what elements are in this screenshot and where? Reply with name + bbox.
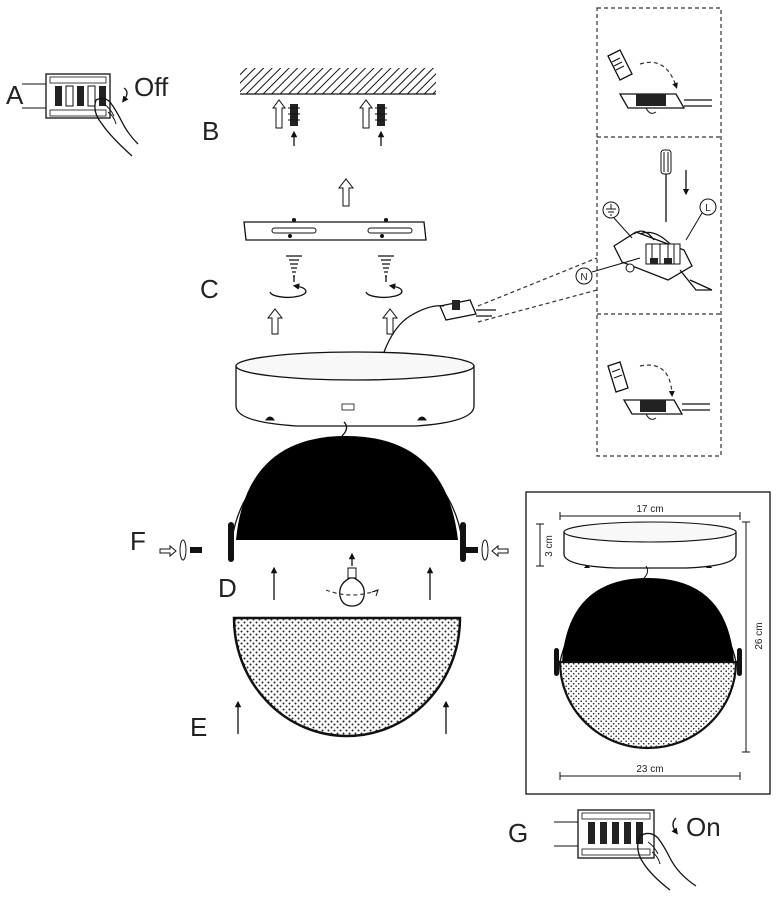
globe-diameter-dimension: 23 cm bbox=[559, 764, 741, 780]
wiring-connection-panel: L N bbox=[575, 149, 717, 291]
screw-icon-left bbox=[266, 255, 307, 335]
breaker-panel-icon bbox=[554, 809, 655, 859]
step-f-label: F bbox=[130, 526, 146, 556]
hand-icon bbox=[94, 97, 139, 157]
connector-plug-icon bbox=[439, 299, 496, 321]
mini-lamp-illustration bbox=[554, 521, 742, 750]
step-a-breaker-off: A Off bbox=[6, 72, 169, 157]
terminal-closed-panel bbox=[607, 361, 710, 420]
step-b-ceiling-anchors: B bbox=[202, 68, 436, 146]
step-f-side-screws: F bbox=[130, 526, 509, 561]
screw-icon-right bbox=[365, 255, 403, 335]
on-label: On bbox=[686, 812, 721, 842]
step-g-label: G bbox=[508, 818, 528, 848]
step-b-label: B bbox=[202, 116, 219, 146]
live-symbol-icon: L bbox=[685, 198, 717, 241]
step-d-bulb: D bbox=[218, 552, 434, 607]
mounting-bracket bbox=[243, 221, 427, 241]
canopy-width-label: 17 cm bbox=[636, 504, 663, 515]
neutral-symbol-label: N bbox=[580, 272, 587, 283]
canopy-height-dimension: 3 cm bbox=[536, 523, 555, 567]
lamp-upper-shade bbox=[228, 421, 466, 562]
side-screw-left-icon bbox=[159, 539, 202, 561]
canopy-width-dimension: 17 cm bbox=[559, 504, 741, 520]
step-a-label: A bbox=[6, 80, 24, 110]
total-height-label: 26 cm bbox=[754, 622, 765, 649]
step-d-label: D bbox=[218, 573, 237, 603]
dotted-glass-shade bbox=[232, 616, 462, 738]
total-height-dimension: 26 cm bbox=[742, 521, 765, 753]
step-e-label: E bbox=[190, 712, 207, 742]
hand-icon bbox=[637, 832, 697, 891]
side-screw-right-icon bbox=[466, 539, 509, 561]
wall-anchor-left bbox=[272, 99, 300, 146]
power-cable bbox=[383, 305, 445, 353]
wiring-detail-panels: L N bbox=[477, 7, 722, 457]
screwdriver-icon bbox=[660, 149, 690, 222]
step-c-mounting-bracket: C bbox=[200, 178, 427, 335]
black-dome bbox=[236, 436, 458, 540]
step-g-breaker-on: G On bbox=[508, 809, 721, 891]
up-arrow-bracket bbox=[337, 178, 355, 207]
light-bulb-icon bbox=[325, 552, 379, 607]
ceiling-hatch bbox=[240, 68, 436, 94]
step-e-lower-shade: E bbox=[190, 616, 462, 742]
live-symbol-label: L bbox=[705, 203, 711, 214]
neutral-symbol-icon: N bbox=[575, 257, 641, 285]
canopy-assembly bbox=[235, 299, 496, 427]
off-label: Off bbox=[134, 72, 169, 102]
step-c-label: C bbox=[200, 274, 219, 304]
wall-anchor-right bbox=[359, 99, 387, 146]
breaker-panel-icon bbox=[22, 73, 111, 119]
canopy-height-label: 3 cm bbox=[544, 535, 555, 557]
ground-symbol-icon bbox=[602, 201, 633, 239]
canopy bbox=[235, 365, 475, 427]
terminal-open-panel bbox=[607, 49, 712, 114]
globe-diameter-label: 23 cm bbox=[636, 764, 663, 775]
dimension-panel: 17 cm 3 cm 26 cm bbox=[525, 491, 771, 795]
